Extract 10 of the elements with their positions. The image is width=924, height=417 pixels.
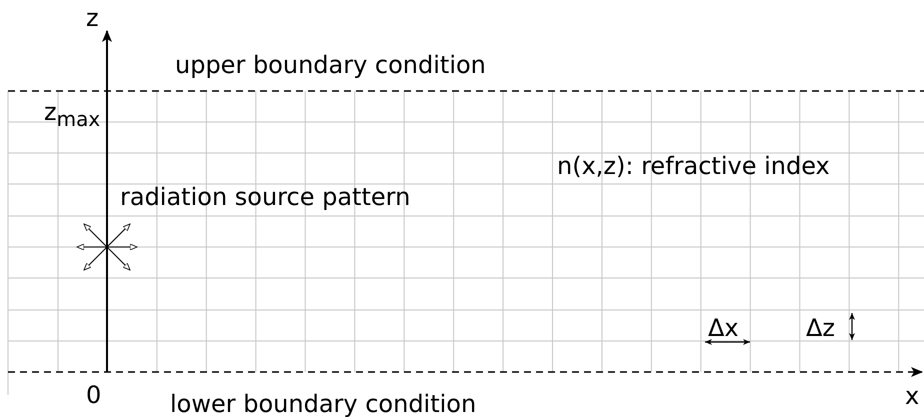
annotation-text: radiation source pattern	[120, 185, 410, 209]
dimension-label: Δx	[708, 316, 739, 340]
annotation-text: n(x,z): refractive index	[557, 154, 830, 178]
dimension-label: Δz	[806, 316, 836, 340]
boundary-label: upper boundary condition	[175, 53, 486, 77]
axis-label: z	[86, 6, 99, 30]
axis-tick-label: 0	[86, 383, 102, 407]
boundary-label: lower boundary condition	[170, 392, 476, 416]
axis-tick-label: z$_{max}$	[44, 100, 100, 129]
axis-label: x	[905, 384, 920, 408]
